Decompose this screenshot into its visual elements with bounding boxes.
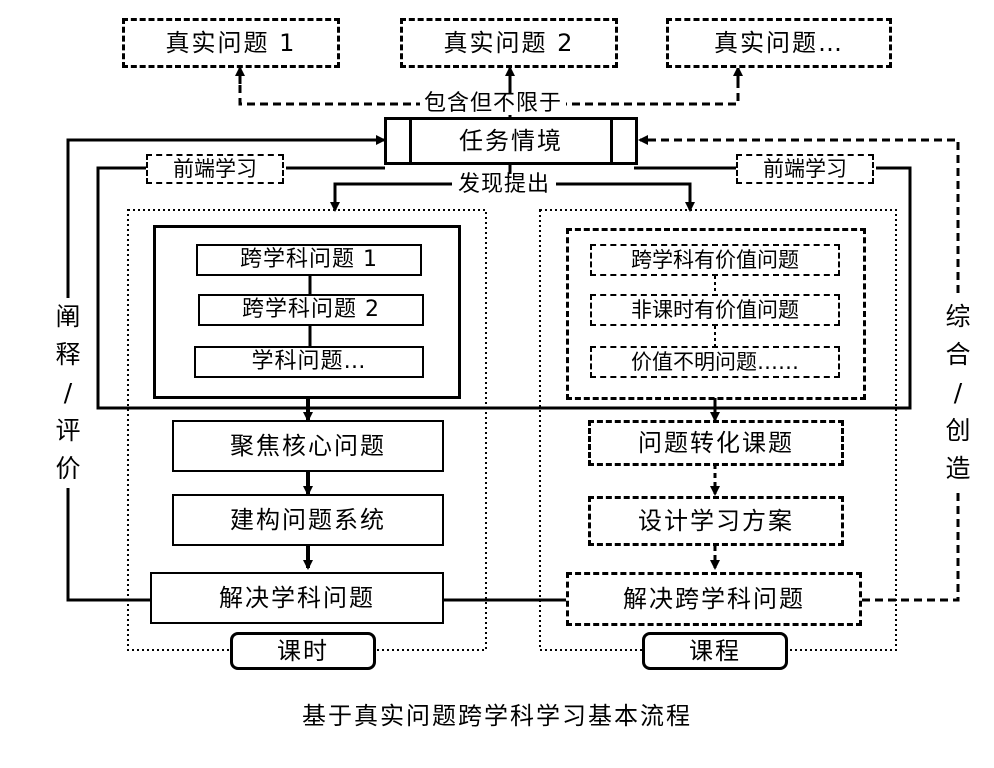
lesson-question-3: 学科问题… bbox=[194, 346, 424, 378]
problem-to-topic: 问题转化课题 bbox=[588, 420, 844, 466]
real-problem-more: 真实问题… bbox=[666, 18, 892, 68]
real-problem-1: 真实问题 1 bbox=[122, 18, 340, 68]
course-question-3: 价值不明问题…… bbox=[590, 346, 840, 378]
synthesize-create-label: 综 合 / 创 造 bbox=[941, 298, 975, 488]
course-container bbox=[539, 209, 897, 651]
course-question-1: 跨学科有价值问题 bbox=[590, 244, 840, 276]
diagram-caption: 基于真实问题跨学科学习基本流程 bbox=[302, 702, 692, 730]
real-problem-2: 真实问题 2 bbox=[400, 18, 618, 68]
focus-core-problem: 聚焦核心问题 bbox=[172, 420, 444, 472]
task-context-bar-left bbox=[409, 120, 412, 162]
solve-interdisciplinary-problem: 解决跨学科问题 bbox=[566, 572, 862, 626]
lesson-question-2: 跨学科问题 2 bbox=[198, 294, 424, 326]
explain-evaluate-label: 阐 释 / 评 价 bbox=[51, 298, 85, 488]
solve-subject-problem: 解决学科问题 bbox=[150, 572, 444, 624]
course-tag: 课程 bbox=[642, 632, 788, 670]
front-learning-right: 前端学习 bbox=[736, 154, 874, 184]
include-label: 包含但不限于 bbox=[420, 93, 567, 115]
task-context-box: 任务情境 bbox=[384, 117, 638, 165]
build-problem-system: 建构问题系统 bbox=[172, 494, 444, 546]
lesson-tag: 课时 bbox=[230, 632, 376, 670]
lesson-question-group bbox=[153, 225, 461, 399]
design-learning-plan: 设计学习方案 bbox=[588, 496, 844, 546]
course-question-group bbox=[566, 228, 866, 400]
course-question-2: 非课时有价值问题 bbox=[590, 294, 840, 326]
front-learning-left: 前端学习 bbox=[146, 154, 284, 184]
task-context-bar-right bbox=[610, 120, 613, 162]
lesson-question-1: 跨学科问题 1 bbox=[196, 244, 422, 276]
discover-label: 发现提出 bbox=[452, 174, 557, 196]
